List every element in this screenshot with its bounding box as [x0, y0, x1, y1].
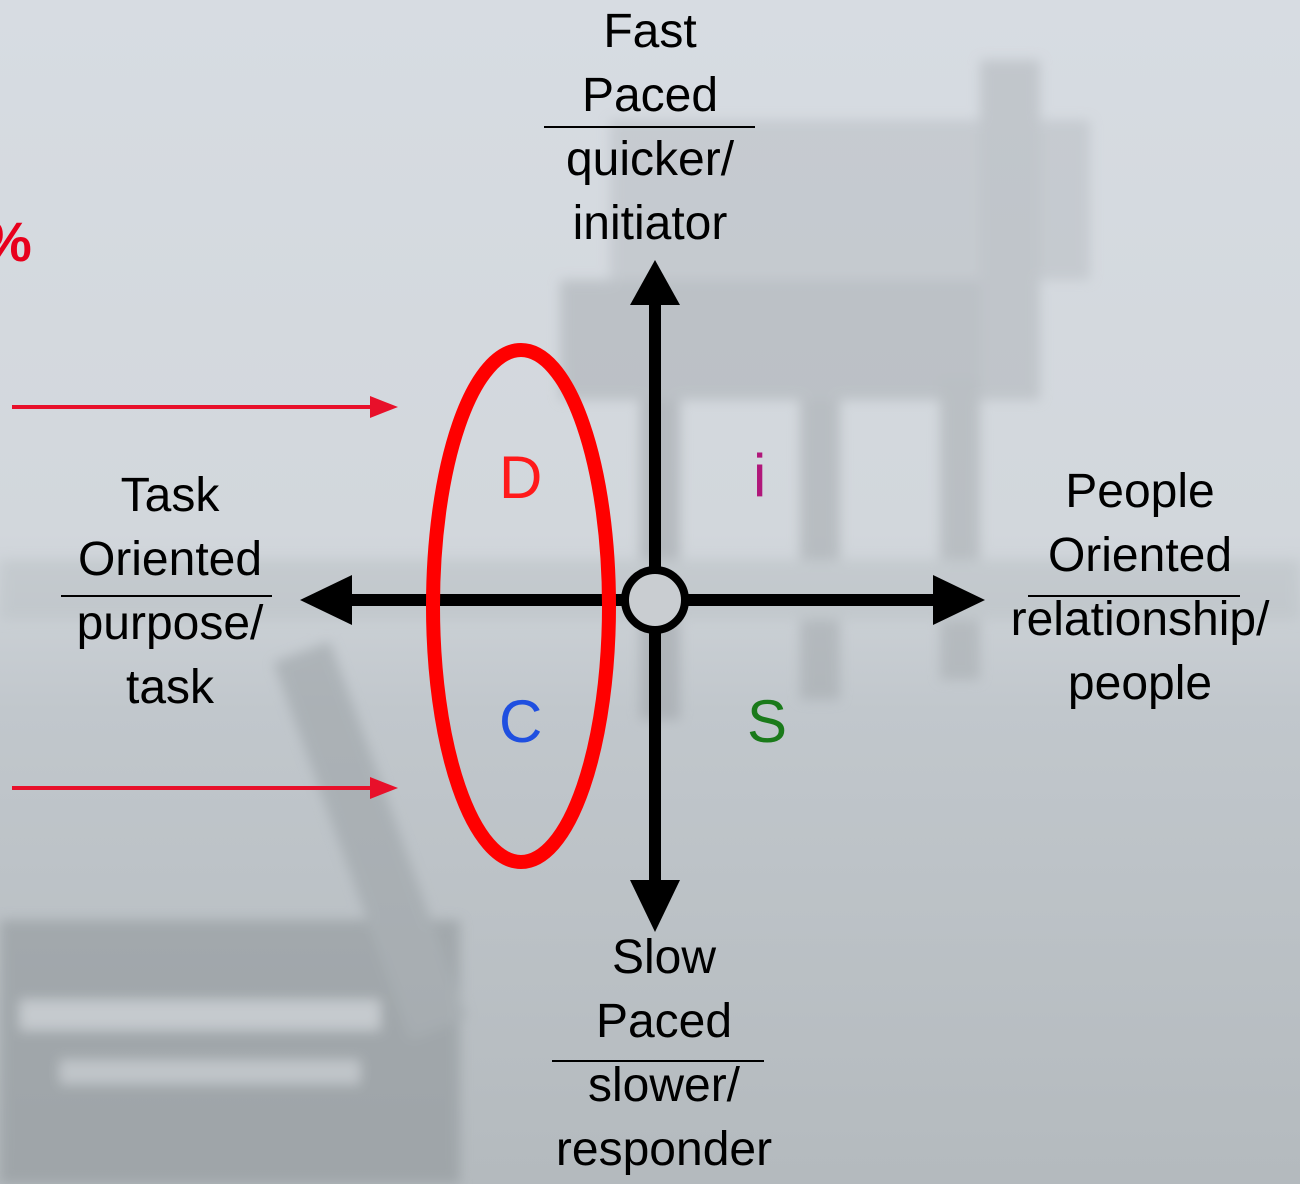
top-label: Fast Paced quicker/ initiator — [520, 0, 780, 256]
arrow-up-icon — [630, 260, 680, 305]
left-label-line3: purpose/ — [76, 597, 264, 650]
left-label-line4: task — [125, 661, 215, 714]
highlight-ellipse — [426, 343, 616, 869]
center-circle — [621, 566, 689, 634]
top-label-line4: initiator — [572, 197, 728, 250]
arrow-left-icon — [300, 575, 352, 625]
bottom-label: Slow Paced slower/ responder — [534, 926, 794, 1182]
partial-percent-text: % — [0, 212, 32, 272]
top-label-line1: Fast — [603, 5, 697, 58]
quadrant-c-letter: C — [499, 688, 543, 755]
left-label-line2: Oriented — [77, 533, 263, 586]
right-label-line2: Oriented — [1047, 529, 1233, 582]
top-label-line3: quicker/ — [565, 133, 735, 186]
bottom-label-line2: Paced — [595, 995, 733, 1048]
right-label: People Oriented relationship/ people — [990, 460, 1290, 716]
pointer-arrow-lower — [12, 777, 398, 799]
left-label: Task Oriented purpose/ task — [40, 464, 300, 720]
quadrant-d-letter: D — [499, 444, 543, 511]
right-label-line1: People — [1065, 465, 1215, 518]
quadrant-s-letter: S — [747, 688, 788, 755]
left-label-line1: Task — [120, 469, 220, 522]
bottom-label-line4: responder — [555, 1123, 773, 1176]
top-label-line2: Paced — [581, 69, 719, 122]
right-label-line4: people — [1067, 657, 1213, 710]
quadrant-i-letter: i — [753, 442, 767, 509]
pointer-arrow-upper — [12, 396, 398, 418]
arrow-down-icon — [630, 880, 680, 932]
bottom-label-line3: slower/ — [587, 1059, 741, 1112]
bottom-label-line1: Slow — [611, 931, 717, 984]
right-label-line3: relationship/ — [1010, 593, 1270, 646]
arrow-right-icon — [933, 575, 985, 625]
